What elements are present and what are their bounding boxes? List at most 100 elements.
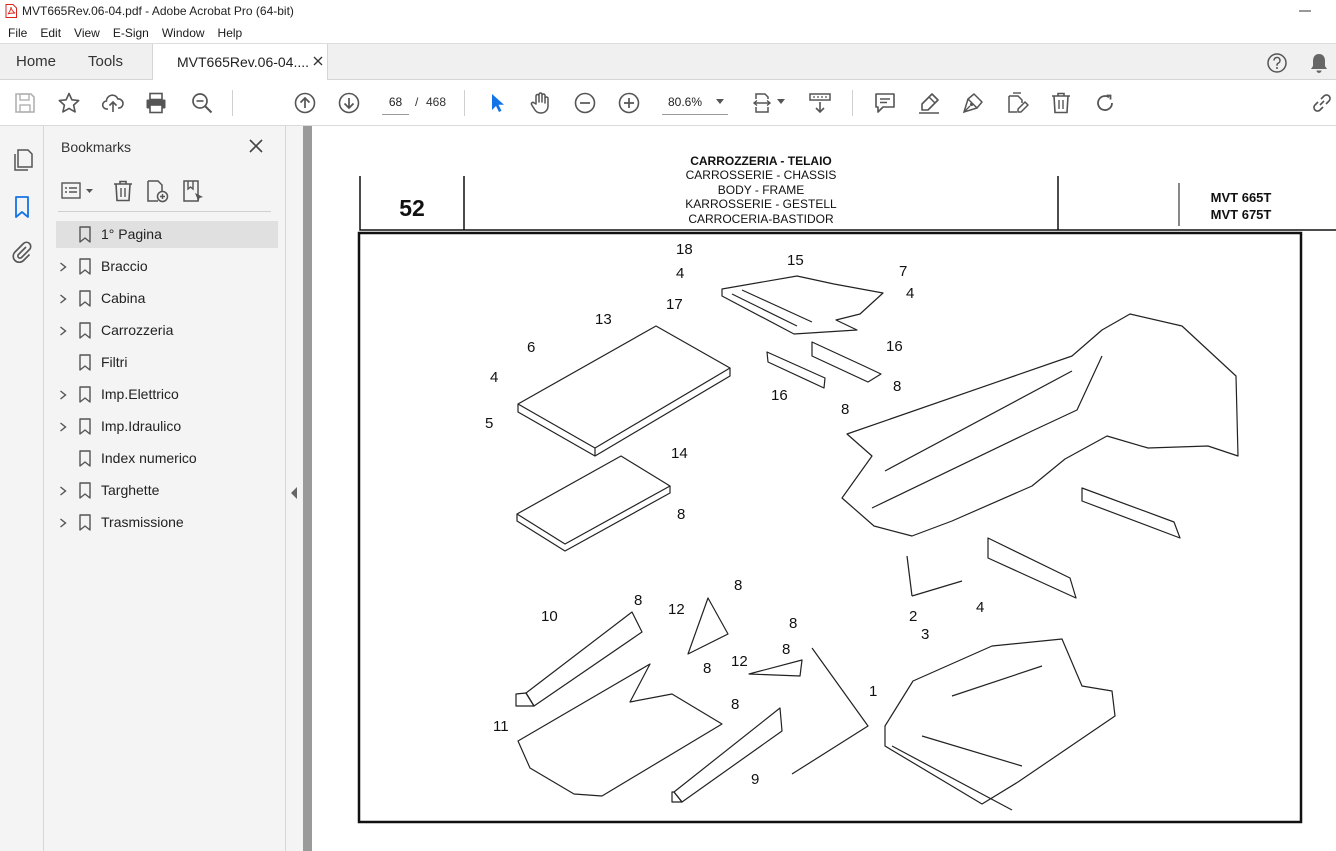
edit-document-icon — [1008, 92, 1029, 113]
callout: 5 — [485, 415, 493, 432]
chevron-right-icon[interactable] — [59, 422, 67, 432]
chevron-right-icon[interactable] — [59, 518, 67, 528]
menu-file[interactable]: File — [8, 26, 28, 40]
collapse-panel-arrow-icon[interactable] — [291, 487, 298, 499]
new-bookmark-icon[interactable] — [145, 179, 169, 203]
notifications-bell-icon[interactable] — [1309, 52, 1329, 74]
chevron-down-icon[interactable] — [777, 99, 785, 105]
chevron-down-icon — [716, 99, 724, 104]
save-button[interactable] — [13, 91, 37, 115]
callout: 14 — [671, 445, 688, 462]
scroll-mode-button[interactable] — [808, 91, 832, 115]
select-tool-button[interactable] — [484, 91, 508, 115]
delete-button[interactable] — [1049, 91, 1073, 115]
comment-icon — [875, 93, 895, 113]
bookmarks-panel-icon[interactable] — [10, 195, 34, 219]
sign-button[interactable] — [961, 91, 985, 115]
chevron-right-icon[interactable] — [59, 294, 67, 304]
callout: 3 — [921, 626, 929, 643]
tab-home[interactable]: Home — [16, 53, 57, 70]
callout: 8 — [634, 592, 642, 609]
next-page-button[interactable] — [337, 91, 361, 115]
bookmark-item[interactable]: Braccio — [56, 253, 278, 280]
bookmark-label: Targhette — [101, 482, 160, 498]
menu-esign[interactable]: E-Sign — [112, 26, 149, 40]
zoom-search-button[interactable] — [190, 91, 214, 115]
bookmark-item[interactable]: Imp.Idraulico — [56, 413, 278, 440]
edit-pdf-button[interactable] — [1005, 91, 1029, 115]
callout: 4 — [906, 285, 914, 302]
bookmark-options-button[interactable] — [61, 179, 97, 203]
zoom-level-value: 80.6% — [668, 95, 703, 109]
callout: 15 — [787, 252, 804, 269]
panel-splitter[interactable] — [285, 126, 303, 851]
chevron-right-icon[interactable] — [59, 486, 67, 496]
callout: 8 — [677, 506, 685, 523]
bookmark-label: Trasmissione — [101, 514, 184, 530]
bookmark-item[interactable]: Index numerico — [56, 445, 278, 472]
bookmark-label: Filtri — [101, 354, 128, 370]
minimize-icon[interactable] — [1298, 5, 1312, 17]
page-separator: / — [415, 95, 419, 109]
arrow-down-circle-icon — [338, 92, 360, 114]
menu-edit[interactable]: Edit — [40, 26, 62, 40]
callout: 8 — [703, 660, 711, 677]
fit-page-icon — [752, 93, 772, 113]
hand-tool-button[interactable] — [528, 91, 552, 115]
bookmark-item[interactable]: Targhette — [56, 477, 278, 504]
print-button[interactable] — [144, 91, 168, 115]
tab-tools[interactable]: Tools — [88, 53, 124, 70]
previous-page-button[interactable] — [293, 91, 317, 115]
header-line-de: KARROSSERIE - GESTELL — [685, 197, 837, 211]
callout: 1 — [869, 683, 877, 700]
help-icon[interactable] — [1266, 52, 1288, 74]
tab-document[interactable]: MVT665Rev.06-04.... — [152, 44, 328, 81]
bookmark-item[interactable]: Trasmissione — [56, 509, 278, 536]
menu-view[interactable]: View — [74, 26, 100, 40]
bookmark-item[interactable]: Filtri — [56, 349, 278, 376]
zoom-level-dropdown[interactable]: 80.6% — [662, 90, 728, 115]
zoom-in-button[interactable] — [617, 91, 641, 115]
bookmark-star-button[interactable] — [57, 91, 81, 115]
bookmark-label: 1° Pagina — [101, 226, 162, 242]
bookmark-label: Carrozzeria — [101, 322, 174, 338]
close-panel-icon[interactable] — [249, 139, 263, 153]
chevron-right-icon[interactable] — [59, 262, 67, 272]
attachments-paperclip-icon[interactable] — [10, 240, 34, 264]
minus-circle-icon — [574, 92, 596, 114]
callout: 4 — [676, 265, 684, 282]
bookmark-from-selection-icon[interactable] — [181, 179, 205, 203]
callout: 4 — [490, 369, 498, 386]
page-fit-button[interactable] — [752, 91, 776, 115]
comment-button[interactable] — [873, 91, 897, 115]
highlight-button[interactable] — [917, 91, 941, 115]
bookmark-item[interactable]: Carrozzeria — [56, 317, 278, 344]
chevron-right-icon[interactable] — [59, 326, 67, 336]
upload-button[interactable] — [101, 91, 125, 115]
page-thumbnails-icon[interactable] — [10, 148, 34, 172]
callout-labels: 1 2 3 4 4 4 4 5 6 7 8 8 8 8 8 8 8 8 8 9 … — [485, 241, 984, 788]
chevron-right-icon[interactable] — [59, 390, 67, 400]
save-icon — [15, 93, 35, 113]
document-page[interactable]: 52 CARROZZERIA - TELAIO CARROSSERIE - CH… — [312, 126, 1336, 851]
link-icon — [1313, 94, 1331, 112]
zoom-out-button[interactable] — [573, 91, 597, 115]
callout: 12 — [731, 653, 748, 670]
bookmark-item[interactable]: 1° Pagina — [56, 221, 278, 248]
callout: 8 — [893, 378, 901, 395]
menu-window[interactable]: Window — [161, 26, 205, 40]
bookmark-item[interactable]: Imp.Elettrico — [56, 381, 278, 408]
toolbar: / 468 80.6% — [0, 80, 1336, 126]
parts-diagram: 52 CARROZZERIA - TELAIO CARROSSERIE - CH… — [357, 154, 1336, 824]
menu-help[interactable]: Help — [217, 26, 243, 40]
toolbar-separator — [464, 90, 465, 116]
callout: 18 — [676, 241, 693, 258]
delete-bookmark-icon[interactable] — [111, 179, 135, 203]
callout: 16 — [771, 387, 788, 404]
bookmark-item[interactable]: Cabina — [56, 285, 278, 312]
close-tab-icon[interactable] — [313, 56, 323, 66]
page-number-input[interactable] — [382, 90, 409, 115]
callout: 13 — [595, 311, 612, 328]
share-link-button[interactable] — [1310, 91, 1334, 115]
rotate-button[interactable] — [1093, 91, 1117, 115]
